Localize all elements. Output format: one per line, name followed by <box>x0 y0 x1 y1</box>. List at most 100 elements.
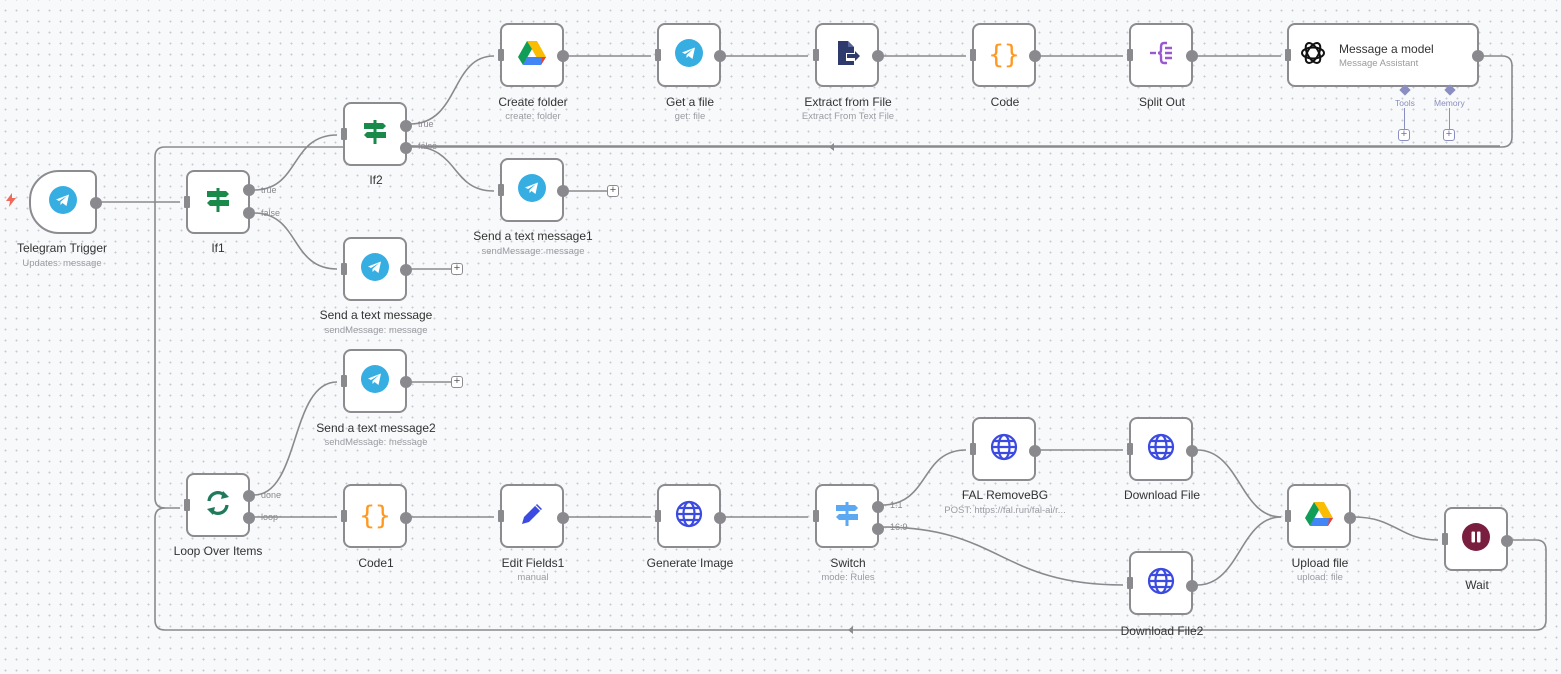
output-handle-true[interactable] <box>400 120 412 132</box>
input-handle[interactable] <box>341 375 347 387</box>
output-handle[interactable] <box>1186 580 1198 592</box>
node-generate-image[interactable] <box>655 484 726 548</box>
node-title: Wait <box>1465 578 1489 592</box>
input-handle[interactable] <box>341 510 347 522</box>
trigger-bolt-icon <box>5 193 17 210</box>
output-handle-false[interactable] <box>243 207 255 219</box>
output-handle-false[interactable] <box>400 142 412 154</box>
node-subtitle: POST: https://fal.run/fal-ai/r... <box>944 505 1066 516</box>
telegram-icon <box>361 252 389 286</box>
output-handle-true[interactable] <box>243 184 255 196</box>
output-handle[interactable] <box>1029 445 1041 457</box>
node-message-a-model[interactable]: Message a model Message Assistant <box>1285 23 1484 87</box>
pause-icon <box>1462 522 1490 556</box>
output-handle[interactable] <box>1472 50 1484 62</box>
node-title: If2 <box>369 173 383 187</box>
telegram-icon <box>49 185 77 219</box>
input-handle[interactable] <box>655 49 661 61</box>
node-title: Create folder <box>498 95 568 109</box>
node-if2[interactable] <box>341 102 412 166</box>
input-handle[interactable] <box>341 263 347 275</box>
node-wait[interactable] <box>1442 507 1513 571</box>
input-handle[interactable] <box>970 443 976 455</box>
node-get-a-file[interactable] <box>655 23 726 87</box>
input-handle[interactable] <box>813 510 819 522</box>
input-handle[interactable] <box>1127 577 1133 589</box>
output-handle[interactable] <box>557 50 569 62</box>
add-node-button[interactable]: + <box>607 185 619 197</box>
output-handle[interactable] <box>714 50 726 62</box>
output-handle[interactable] <box>1186 445 1198 457</box>
output-handle[interactable] <box>400 264 412 276</box>
input-handle[interactable] <box>1127 443 1133 455</box>
add-tool-button[interactable]: + <box>1398 129 1410 141</box>
code-braces-icon: {} <box>988 40 1020 70</box>
arrow-head <box>848 626 853 634</box>
input-handle[interactable] <box>498 49 504 61</box>
node-fal-removebg[interactable] <box>970 417 1041 481</box>
input-handle[interactable] <box>1127 49 1133 61</box>
input-handle[interactable] <box>1285 510 1291 522</box>
input-handle[interactable] <box>813 49 819 61</box>
node-send-text-message[interactable] <box>341 237 412 301</box>
node-title: Send a text message2 <box>316 421 436 435</box>
output-handle[interactable] <box>557 185 569 197</box>
node-subtitle: Extract From Text File <box>801 111 895 122</box>
output-handle-16-9[interactable] <box>872 523 884 535</box>
node-download-file[interactable] <box>1127 417 1198 481</box>
node-split-out[interactable] <box>1127 23 1198 87</box>
node-create-folder[interactable] <box>498 23 569 87</box>
node-subtitle: sendMessage: message <box>324 437 428 448</box>
input-handle[interactable] <box>1285 49 1291 61</box>
add-memory-button[interactable]: + <box>1443 129 1455 141</box>
node-title: Split Out <box>1138 95 1186 109</box>
node-loop-over-items[interactable] <box>184 473 255 537</box>
code-braces-icon: {} <box>359 501 391 531</box>
port-label-done: done <box>261 490 282 500</box>
loop-icon <box>203 488 233 523</box>
node-code1[interactable]: {} <box>341 484 412 548</box>
output-handle[interactable] <box>400 512 412 524</box>
node-send-text-message2[interactable] <box>341 349 412 413</box>
add-node-button[interactable]: + <box>451 263 463 275</box>
node-edit-fields1[interactable] <box>498 484 569 548</box>
node-send-text-message1[interactable] <box>498 158 569 222</box>
output-handle[interactable] <box>1501 535 1513 547</box>
node-title: Download File <box>1123 488 1201 502</box>
node-extract-from-file[interactable] <box>813 23 884 87</box>
node-title: Extract from File <box>804 95 892 109</box>
node-download-file2[interactable] <box>1127 551 1198 615</box>
input-handle[interactable] <box>1442 533 1448 545</box>
output-handle[interactable] <box>714 512 726 524</box>
input-handle[interactable] <box>184 196 190 208</box>
output-handle-done[interactable] <box>243 490 255 502</box>
node-code[interactable]: {} <box>970 23 1041 87</box>
output-handle[interactable] <box>1344 512 1356 524</box>
node-telegram-trigger[interactable] <box>29 170 102 234</box>
output-handle[interactable] <box>557 512 569 524</box>
telegram-icon <box>675 38 703 72</box>
node-title: Get a file <box>665 95 715 109</box>
memory-label: Memory <box>1434 98 1465 108</box>
node-title: Code <box>990 95 1020 109</box>
node-if1[interactable] <box>184 170 255 234</box>
input-handle[interactable] <box>341 128 347 140</box>
input-handle[interactable] <box>970 49 976 61</box>
output-handle[interactable] <box>1029 50 1041 62</box>
node-title: Edit Fields1 <box>501 556 565 570</box>
output-handle[interactable] <box>1186 50 1198 62</box>
node-switch[interactable] <box>813 484 884 548</box>
input-handle[interactable] <box>498 510 504 522</box>
node-title: Download File2 <box>1120 624 1204 638</box>
output-handle[interactable] <box>90 197 102 209</box>
node-upload-file[interactable] <box>1285 484 1356 548</box>
input-handle[interactable] <box>498 184 504 196</box>
output-handle-1-1[interactable] <box>872 501 884 513</box>
input-handle[interactable] <box>184 499 190 511</box>
input-handle[interactable] <box>655 510 661 522</box>
output-handle[interactable] <box>400 376 412 388</box>
add-node-button[interactable]: + <box>451 376 463 388</box>
output-handle[interactable] <box>872 50 884 62</box>
output-handle-loop[interactable] <box>243 512 255 524</box>
telegram-icon <box>518 173 546 207</box>
